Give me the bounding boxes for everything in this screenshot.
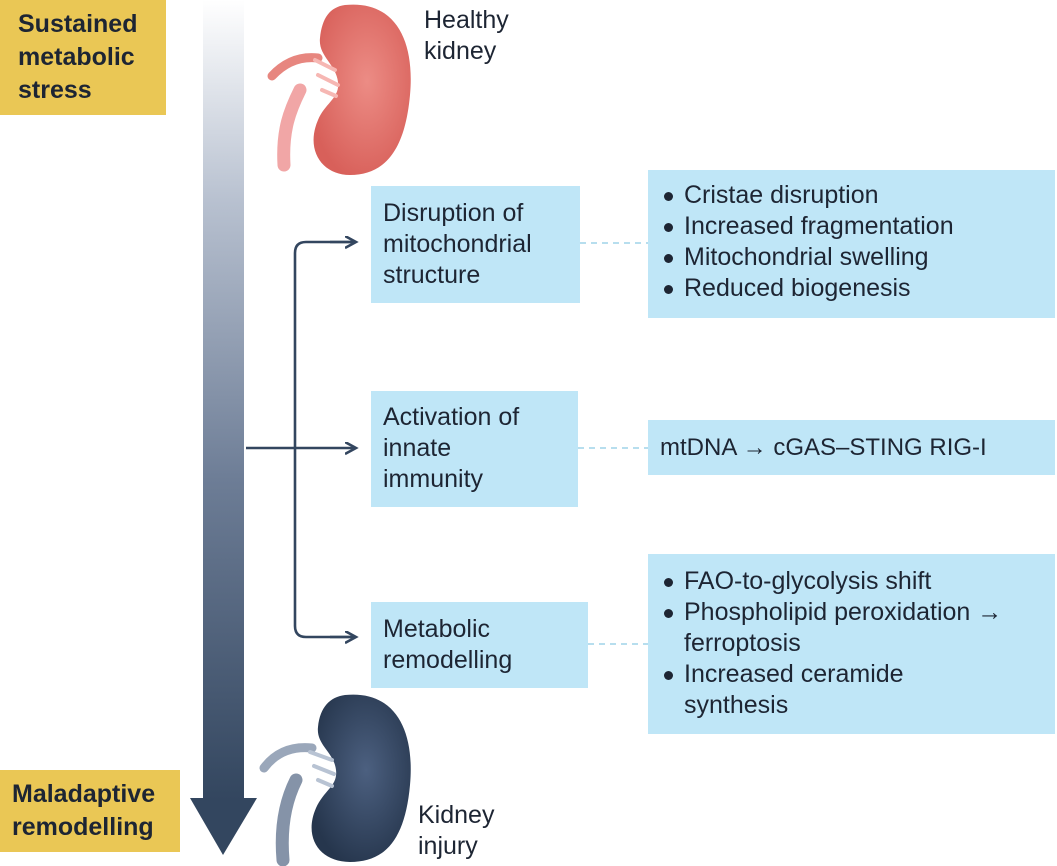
injured-kidney-illustration (259, 694, 411, 866)
process-name-line: innate (383, 434, 452, 462)
stage-label-sustained-stress: Sustained metabolic stress (0, 0, 166, 115)
detail-box-innate-immunity: mtDNA → cGAS–STING RIG-I (648, 420, 1055, 475)
injured-ureter (275, 773, 303, 866)
detail-list: FAO-to-glycolysis shift Phospholipid per… (660, 566, 1055, 721)
progression-arrow (190, 0, 257, 855)
caption-line: Kidney (418, 801, 495, 829)
detail-item-text: Increased ceramide (684, 660, 904, 688)
process-name-line: Activation of (383, 403, 520, 431)
healthy-kidney-caption: Healthy kidney (424, 5, 509, 67)
detail-box-mitochondrial-structure: Cristae disruption Increased fragmentati… (648, 170, 1055, 318)
detail-links (578, 242, 648, 645)
stage-label-line: Sustained (18, 10, 138, 38)
stage-label-line: Maladaptive (12, 780, 156, 808)
stage-label-maladaptive-remodelling: Maladaptive remodelling (0, 770, 180, 852)
process-box-innate-immunity: Activation of innate immunity (371, 391, 578, 507)
detail-item-text: Reduced biogenesis (684, 274, 911, 302)
progression-arrow-shaft (203, 0, 244, 800)
process-name-line: mitochondrial (383, 230, 532, 258)
injured-renal-artery (259, 743, 317, 773)
healthy-kidney-body (313, 4, 411, 176)
healthy-ureter (277, 83, 307, 172)
detail-item-text: synthesis (684, 691, 789, 719)
process-name-line: remodelling (383, 646, 513, 674)
detail-list: Cristae disruption Increased fragmentati… (660, 180, 1055, 304)
process-box-mitochondrial-structure: Disruption of mitochondrial structure (371, 186, 580, 303)
detail-item-text: Mitochondrial swelling (684, 243, 929, 271)
injured-kidney-body (311, 694, 411, 862)
detail-item: Cristae disruption (660, 180, 1055, 211)
detail-item-text: Cristae disruption (684, 181, 879, 209)
healthy-kidney-hilum (313, 58, 340, 98)
process-name-line: immunity (383, 465, 484, 493)
process-box-metabolic-remodelling: Metabolic remodelling (371, 602, 588, 688)
kidney-injury-caption: Kidney injury (418, 800, 494, 862)
caption-line: kidney (424, 37, 497, 65)
progression-arrow-head (190, 798, 257, 855)
detail-text: mtDNA → cGAS–STING RIG-I (660, 434, 987, 461)
process-name-line: structure (383, 261, 481, 289)
detail-item: Increased fragmentation (660, 211, 1055, 242)
detail-item-text: ferroptosis (684, 629, 801, 657)
detail-item-text: FAO-to-glycolysis shift (684, 567, 932, 595)
stage-label-line: metabolic (18, 43, 135, 71)
stage-label-line: stress (18, 76, 92, 104)
detail-item-text: Increased fragmentation (684, 212, 954, 240)
detail-item: FAO-to-glycolysis shift (660, 566, 1055, 597)
detail-item: Mitochondrial swelling (660, 242, 1055, 273)
branch-connectors (246, 242, 355, 637)
healthy-renal-artery (267, 53, 323, 81)
caption-line: injury (418, 832, 478, 860)
stage-label-line: remodelling (12, 813, 154, 841)
detail-item: Phospholipid peroxidation → ferroptosis (660, 597, 1055, 659)
healthy-kidney-illustration (267, 4, 411, 176)
detail-item-text: Phospholipid peroxidation → (684, 598, 1003, 626)
detail-box-metabolic-remodelling: FAO-to-glycolysis shift Phospholipid per… (648, 554, 1055, 734)
injured-kidney-hilum (308, 750, 336, 788)
detail-item: Increased ceramide synthesis (660, 659, 1055, 721)
process-name-line: Disruption of (383, 199, 524, 227)
detail-item: Reduced biogenesis (660, 273, 1055, 304)
connector-trunk (293, 240, 355, 639)
process-name-line: Metabolic (383, 615, 490, 643)
caption-line: Healthy (424, 6, 509, 34)
